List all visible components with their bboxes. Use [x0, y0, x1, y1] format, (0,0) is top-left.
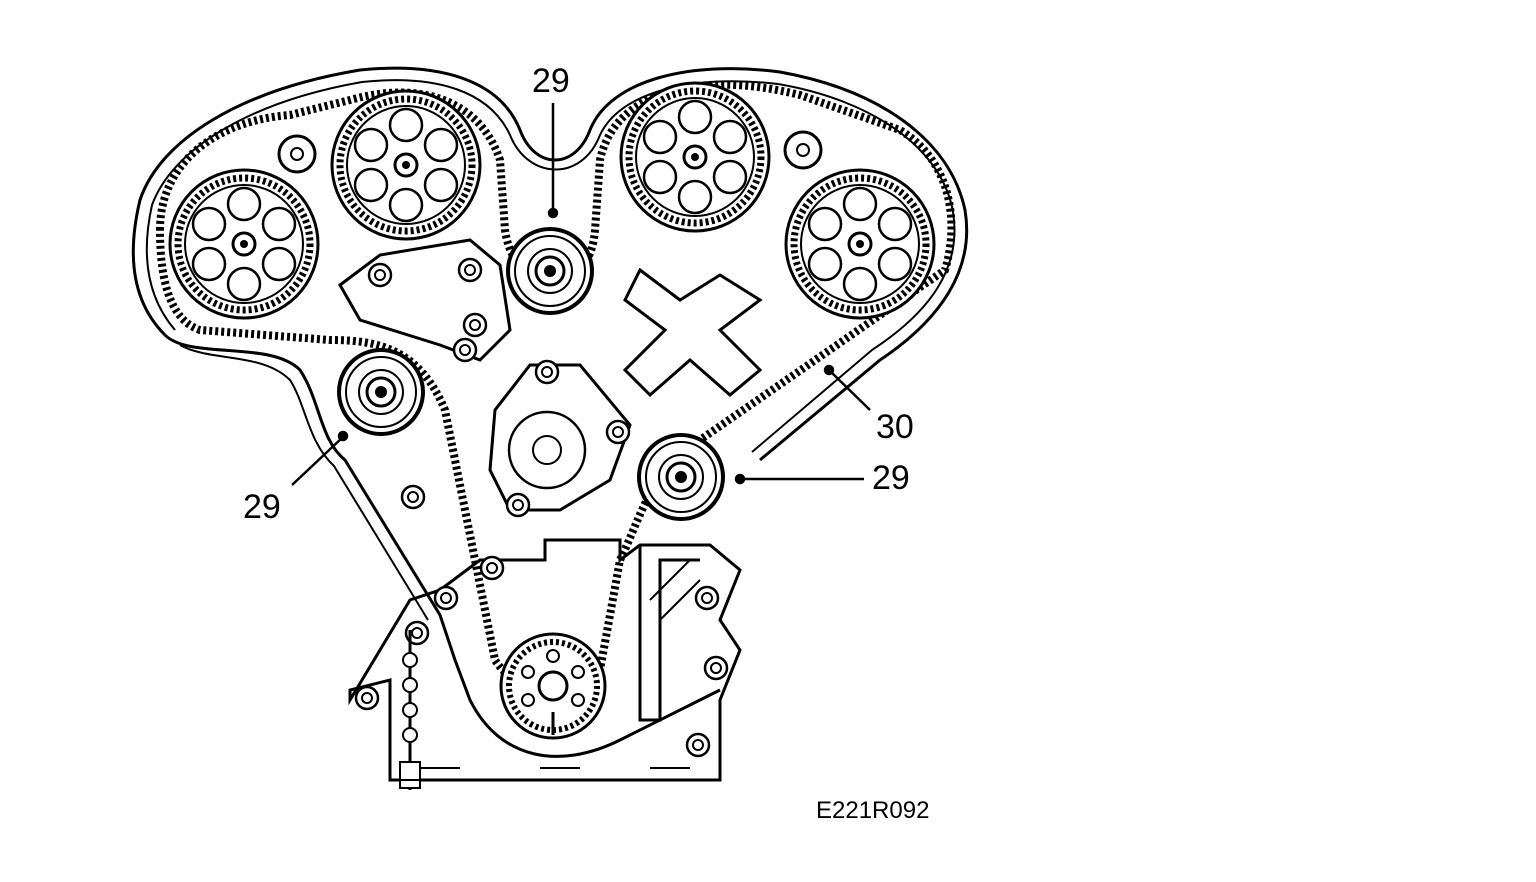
left-intake-cam-sprocket	[332, 91, 480, 239]
top-tensioner-pulley	[506, 227, 594, 315]
callout-right-idler: 29	[872, 459, 910, 497]
x-cutout	[622, 267, 763, 398]
block-bolt	[685, 732, 711, 758]
water-pump	[488, 359, 632, 518]
figure-code: E221R092	[816, 797, 930, 824]
left-idler-pulley	[337, 348, 425, 436]
block-bolt	[433, 585, 459, 611]
small-roller-left	[277, 134, 317, 174]
bracket-bolt	[367, 262, 393, 288]
block-bolt	[400, 484, 426, 510]
bracket-bolt	[457, 257, 483, 283]
cover-left-edge	[163, 333, 721, 758]
block-bolt	[703, 655, 729, 681]
callout-timing-belt: 30	[876, 408, 914, 446]
right-intake-cam-sprocket	[621, 83, 769, 231]
right-idler-pulley	[637, 433, 725, 521]
right-exhaust-cam-sprocket	[786, 170, 934, 318]
pump-bolt	[605, 419, 631, 445]
block-bolt	[479, 555, 505, 581]
cover-outline	[131, 66, 969, 462]
bracket-bolt	[462, 312, 488, 338]
block-bolt	[694, 585, 720, 611]
dipstick-chain	[399, 630, 421, 790]
lower-block	[348, 538, 742, 782]
pump-bolt	[505, 492, 531, 518]
small-roller-right	[783, 130, 823, 170]
callout-left-idler: 29	[243, 488, 281, 526]
bracket-bolt	[452, 337, 478, 363]
leader-lines	[291, 103, 871, 486]
crankshaft-sprocket	[499, 632, 607, 740]
left-exhaust-cam-sprocket	[170, 170, 318, 318]
callout-top-tensioner: 29	[532, 62, 570, 100]
block-bolt	[354, 685, 380, 711]
pump-bolt	[534, 359, 560, 385]
